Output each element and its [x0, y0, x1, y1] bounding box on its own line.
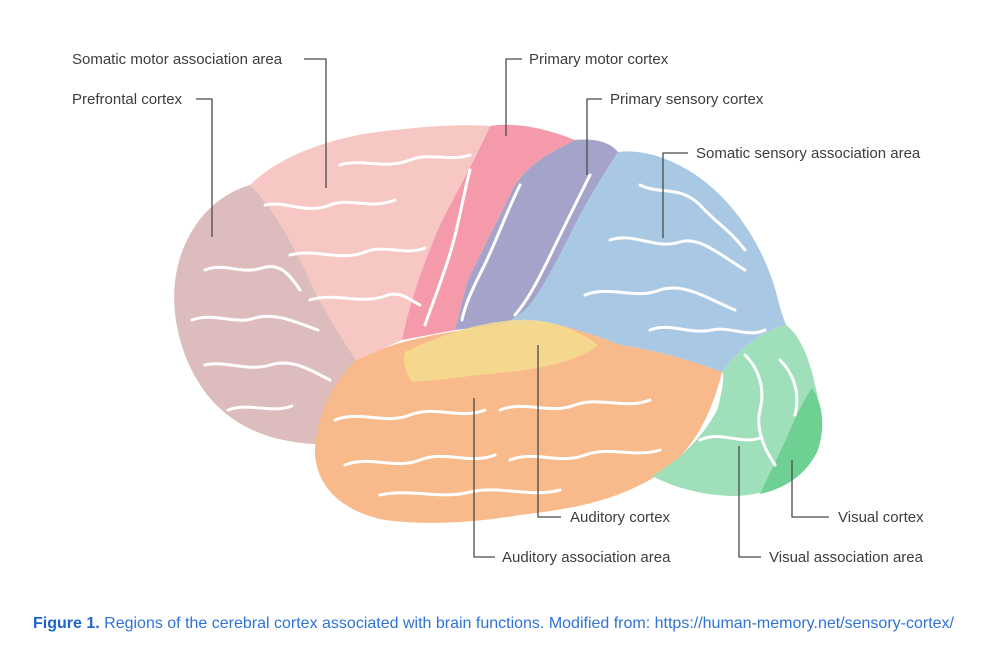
label-somatic-sensory-association-area: Somatic sensory association area — [696, 145, 921, 162]
label-visual-association-area: Visual association area — [769, 549, 924, 566]
brain-diagram: Somatic motor association area Prefronta… — [72, 51, 924, 566]
label-primary-sensory-cortex: Primary sensory cortex — [610, 91, 764, 108]
caption-text: Regions of the cerebral cortex associate… — [99, 615, 954, 632]
label-primary-motor-cortex: Primary motor cortex — [529, 51, 669, 68]
region-labels: Somatic motor association area Prefronta… — [72, 51, 924, 566]
region-visual-cortex — [760, 388, 823, 494]
region-somatic-motor-association — [250, 125, 490, 360]
leader-primary-motor-cortex — [505, 58, 522, 136]
region-auditory-cortex — [403, 319, 598, 382]
region-somatic-sensory-association — [500, 151, 786, 372]
leader-visual-association-area — [738, 446, 761, 558]
leader-auditory-cortex — [537, 345, 561, 518]
label-auditory-cortex: Auditory cortex — [570, 509, 671, 526]
leader-prefrontal-cortex — [196, 98, 213, 237]
leader-somatic-motor-association — [304, 58, 327, 188]
leader-lines — [196, 58, 829, 558]
region-primary-sensory-cortex — [455, 139, 618, 330]
region-visual-association-area — [652, 325, 819, 496]
label-visual-cortex: Visual cortex — [838, 509, 924, 526]
label-somatic-motor-association-area: Somatic motor association area — [72, 51, 283, 68]
caption-prefix: Figure 1. — [33, 615, 100, 632]
region-primary-motor-cortex — [402, 124, 575, 341]
figure-caption: Figure 1. Regions of the cerebral cortex… — [33, 615, 973, 633]
leader-auditory-association-area — [473, 398, 495, 558]
region-prefrontal-cortex — [174, 185, 356, 444]
leader-somatic-sensory-association — [662, 152, 688, 238]
label-auditory-association-area: Auditory association area — [502, 549, 671, 566]
leader-visual-cortex — [791, 460, 829, 518]
brain-folds — [190, 153, 799, 497]
leader-primary-sensory-cortex — [586, 98, 602, 175]
label-prefrontal-cortex: Prefrontal cortex — [72, 91, 183, 108]
brain-regions — [174, 124, 823, 523]
